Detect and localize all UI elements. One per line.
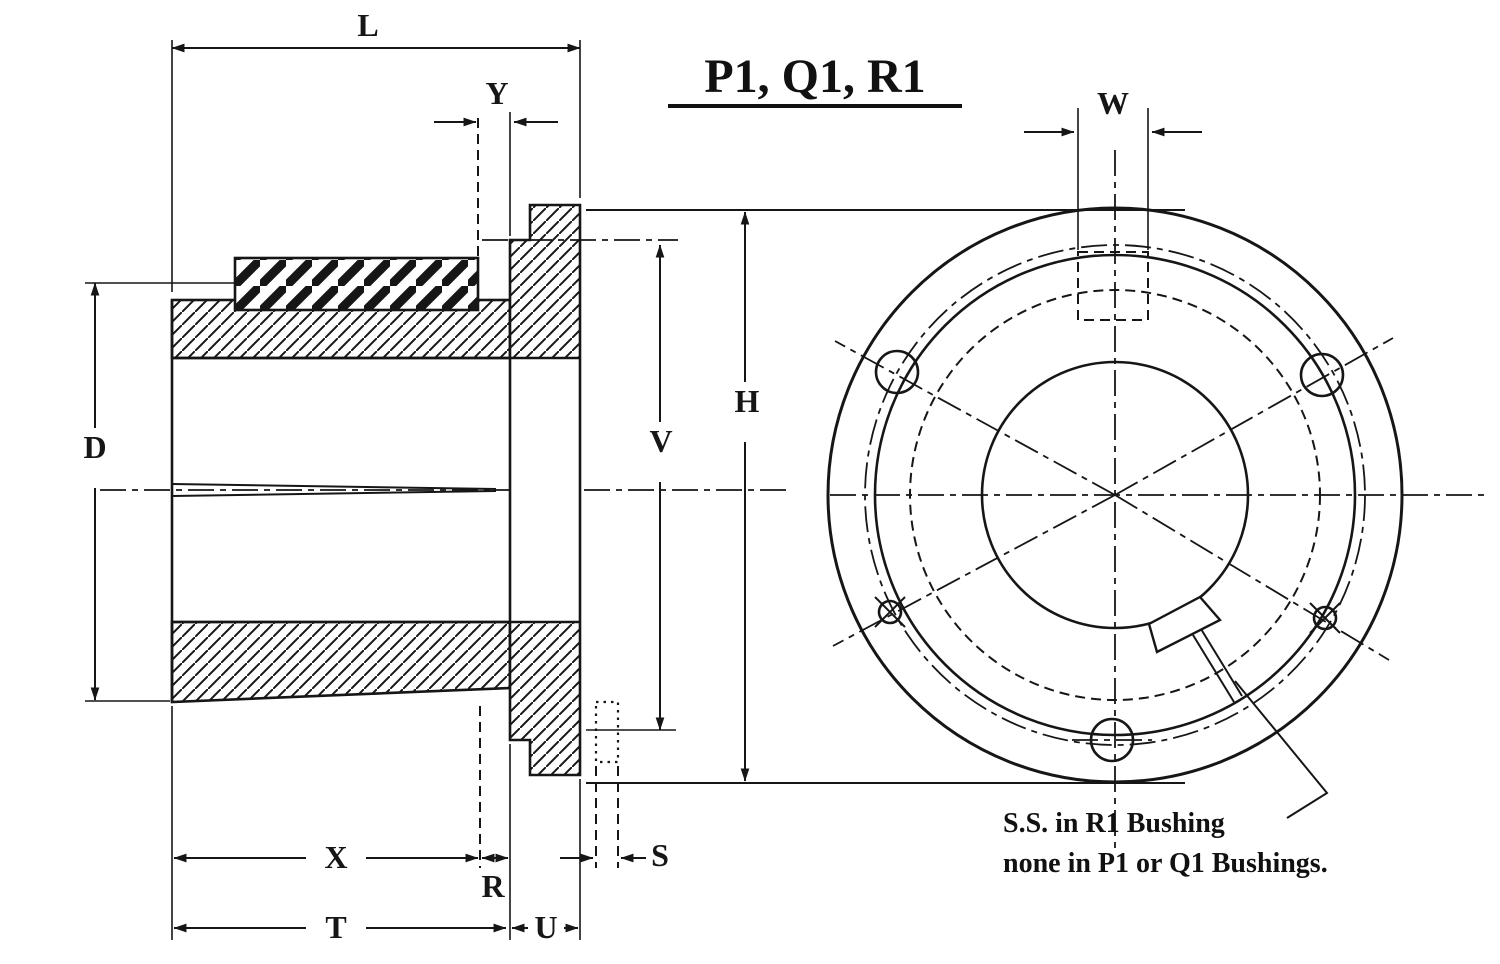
dim-label-D: D [83,429,106,465]
dim-label-V: V [649,423,672,459]
hidden-circle [909,289,1321,701]
side-view [170,203,678,777]
annotation-line2: none in P1 or Q1 Bushings. [1003,848,1328,879]
drawing-title: P1, Q1, R1 [668,50,962,108]
dim-X: X [173,839,479,875]
dim-label-T: T [325,909,346,945]
annotation: S.S. in R1 Bushing none in P1 or Q1 Bush… [1003,680,1329,879]
flange-lower-hatch [509,621,581,776]
flange-outer-circle [826,206,1404,784]
dim-W: W [1024,85,1202,250]
dim-T: T [173,909,507,945]
dim-R: R [481,853,509,904]
dim-V: V [586,244,676,731]
dim-label-W: W [1097,85,1129,121]
bolt-circle [864,244,1366,746]
bolt-hole-upper-right [1299,352,1345,398]
dim-S: S [560,837,669,873]
front-view: W [826,85,1404,784]
lower-wall-section [170,620,512,704]
pullup-hole-lower-left [874,596,906,628]
dim-label-S: S [651,837,669,873]
keyway-slot-dashed [1077,251,1149,321]
flange-upper-hatch [509,204,581,359]
hub-face-circle [873,253,1357,737]
page-title: P1, Q1, R1 [704,50,925,103]
dim-H: H [586,209,1185,784]
bolt-hole-upper-left [874,349,920,395]
dim-label-X: X [324,839,347,875]
dim-label-U: U [534,909,557,945]
bore-circle [980,360,1250,630]
key-dotted-outline [594,700,620,764]
dim-label-L: L [357,7,378,43]
dim-label-Y: Y [485,75,508,111]
dim-label-H: H [735,383,760,419]
dim-Y: Y [434,75,558,256]
flange-section [508,203,582,777]
centerlines [100,150,1490,848]
side-view-dimensions: L Y D V [83,7,1185,945]
dim-D: D [83,282,237,702]
annotation-leader-line [1234,680,1329,819]
thread-section [233,256,480,312]
dim-label-R: R [481,868,505,904]
dim-U: U [511,909,579,945]
pullup-hole-lower-right [1309,602,1341,634]
diagonal-centerlines [832,337,1394,661]
bore-keyway-notch [1147,595,1222,654]
dim-L: L [171,7,581,292]
split-sawcut [171,483,497,497]
split-setscrew-detail [1192,628,1243,703]
annotation-line1: S.S. in R1 Bushing [1003,808,1225,839]
